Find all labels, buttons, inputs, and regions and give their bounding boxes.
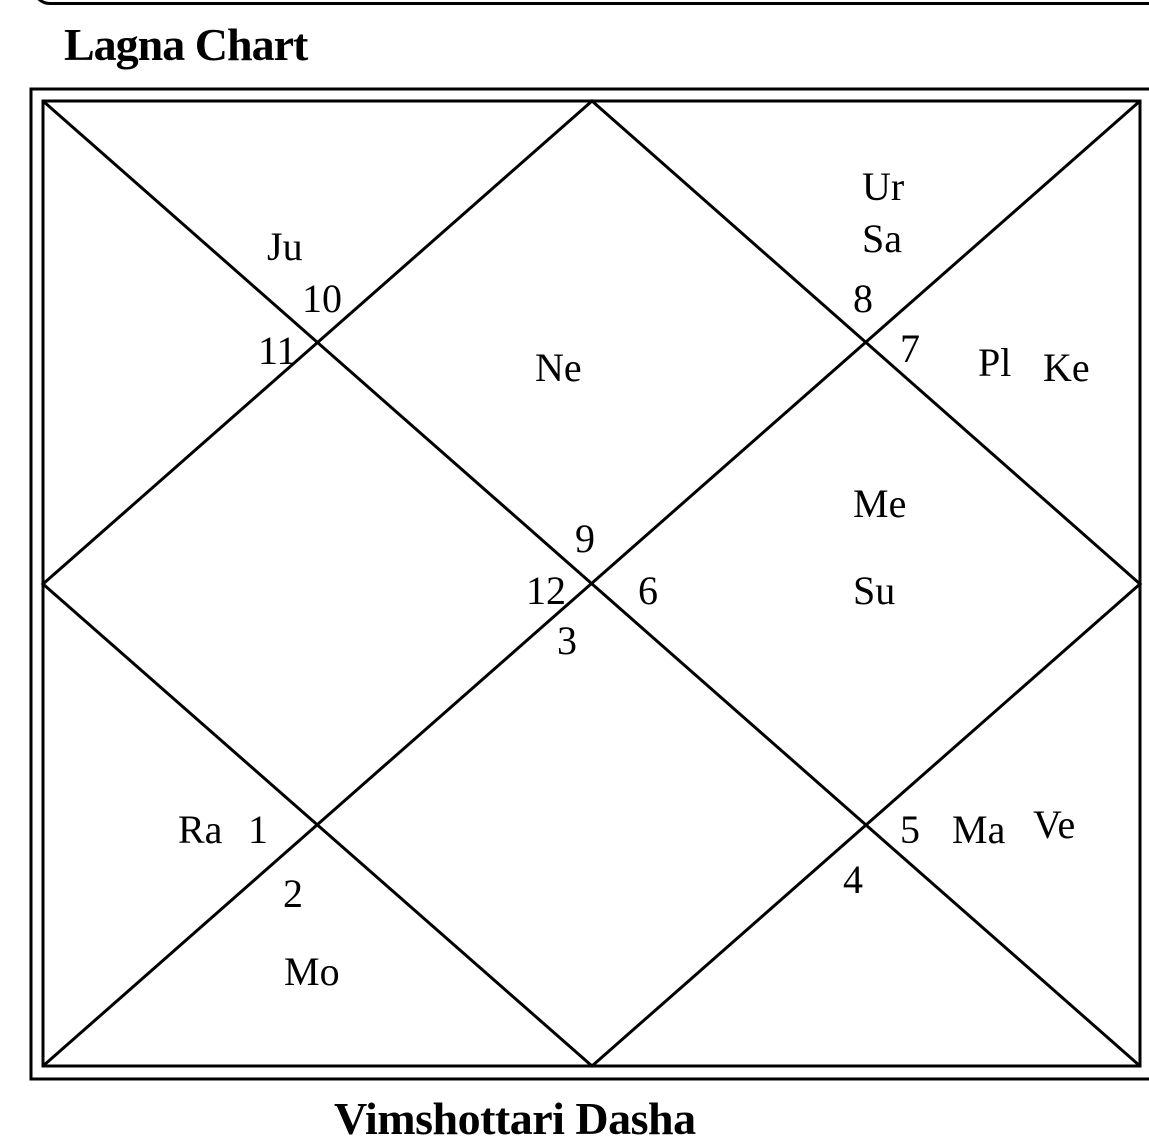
- house-number-11: 11: [258, 328, 297, 373]
- house-number-4: 4: [843, 857, 863, 902]
- lagna-chart: 1 2 3 4 5 6 7 8 9 10 11 12 Ju Ur Sa Ne P…: [29, 87, 1149, 1081]
- planet-ke: Ke: [1043, 345, 1090, 390]
- house-number-12: 12: [526, 568, 566, 613]
- planet-mo: Mo: [284, 949, 340, 994]
- planet-pl: Pl: [978, 340, 1011, 385]
- house-number-5: 5: [900, 807, 920, 852]
- planet-ju: Ju: [267, 224, 303, 269]
- planet-sa: Sa: [862, 216, 902, 261]
- house-number-1: 1: [248, 807, 268, 852]
- planet-ne: Ne: [535, 345, 582, 390]
- inner-diamond: [40, 99, 1143, 1068]
- planet-ur: Ur: [862, 164, 904, 209]
- house-number-3: 3: [557, 618, 577, 663]
- planet-su: Su: [853, 568, 895, 613]
- planet-ve: Ve: [1033, 802, 1075, 847]
- chart-title: Lagna Chart: [64, 19, 308, 70]
- house-number-2: 2: [283, 871, 303, 916]
- planet-me: Me: [853, 481, 906, 526]
- planet-ra: Ra: [178, 807, 223, 852]
- house-number-7: 7: [900, 326, 920, 371]
- house-number-9: 9: [575, 516, 595, 561]
- diagonal-anti: [42, 99, 1141, 1068]
- planet-ma: Ma: [952, 807, 1006, 852]
- house-number-6: 6: [638, 568, 658, 613]
- next-section-title: Vimshottari Dasha: [334, 1093, 696, 1144]
- outer-frame: [29, 87, 1149, 1081]
- house-number-10: 10: [302, 276, 342, 321]
- house-number-8: 8: [853, 276, 873, 321]
